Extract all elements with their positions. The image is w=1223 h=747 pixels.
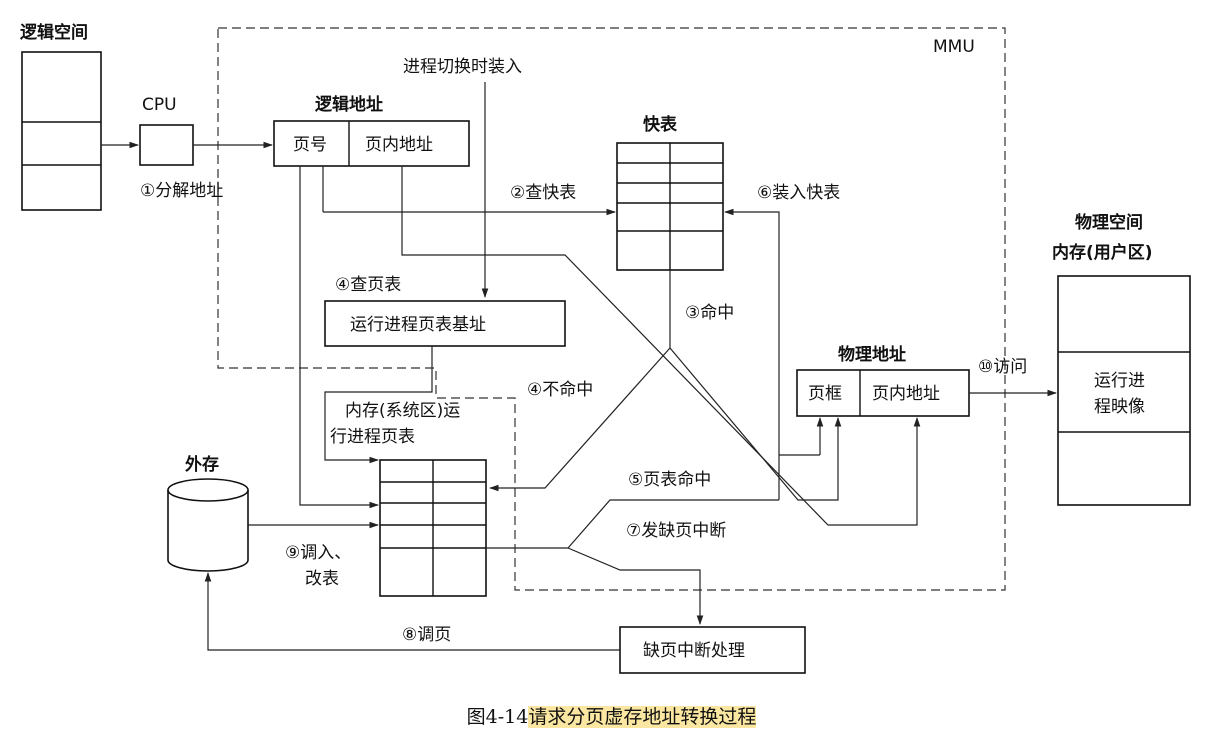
mem-sys-line2: 行进程页表: [330, 427, 415, 447]
step3-hit-label: ③命中: [685, 303, 734, 323]
memory-user-label: 内存(用户区): [1052, 242, 1153, 263]
page-fault-handler-text: 缺页中断处理: [643, 641, 745, 661]
mmu-boundary: [217, 27, 1006, 591]
logical-space-box: [21, 51, 102, 211]
arrow-page-table-hit: [486, 499, 779, 549]
step9-line1: ⑨调入、: [285, 543, 351, 563]
mem-sys-line1: 内存(系统区)运: [345, 401, 460, 421]
step8-label: ⑧调页: [402, 625, 451, 645]
paging-diagram: 逻辑空间 CPU ①分解地址 MMU 进程切换时装入 逻辑地址 页号 页内地址 …: [20, 22, 1191, 674]
page-table-base-text: 运行进程页表基址: [350, 315, 486, 335]
mmu-label: MMU: [933, 37, 975, 57]
page-fault-handler-box: [619, 626, 806, 674]
physical-memory-box: [1057, 275, 1191, 506]
cpu-box: [139, 124, 194, 166]
step4-miss-label: ④不命中: [527, 380, 593, 400]
page-number-cell: 页号: [293, 135, 327, 155]
physical-space-label: 物理空间: [1075, 212, 1143, 233]
external-storage-disk: [167, 478, 249, 572]
figure-caption: 图4-14请求分页虚存地址转换过程: [0, 702, 1223, 729]
tlb-table: [616, 142, 724, 271]
page-offset-cell: 页内地址: [365, 135, 433, 155]
caption-title: 请求分页虚存地址转换过程: [528, 706, 757, 728]
tlb-label: 快表: [643, 114, 678, 135]
arrow-page-fault: [567, 547, 704, 625]
process-switch-label: 进程切换时装入: [403, 57, 522, 77]
process-image-line2: 程映像: [1094, 397, 1145, 417]
logical-space-label: 逻辑空间: [20, 22, 88, 43]
frame-cell: 页框: [808, 384, 842, 404]
logical-address-label: 逻辑地址: [315, 94, 383, 115]
logical-address-box: [273, 120, 470, 167]
arrow-page-number-to-page-table: [299, 166, 379, 509]
step7-label: ⑦发缺页中断: [626, 521, 726, 541]
arrow-handler-to-disk: [204, 572, 620, 651]
page-table: [379, 459, 487, 597]
arrow-tlb-hit-to-frame: [669, 347, 842, 501]
cpu-label: CPU: [142, 95, 177, 115]
physical-address-label: 物理地址: [838, 344, 906, 365]
step6-label: ⑥装入快表: [757, 183, 840, 203]
step2-label: ②查快表: [510, 183, 576, 203]
step10-label: ⑩访问: [978, 357, 1027, 377]
arrow-base-to-page-table: [324, 346, 433, 464]
arrow-offset-to-physical: [401, 166, 921, 526]
step1-label: ①分解地址: [140, 181, 223, 201]
process-image-line1: 运行进: [1094, 371, 1145, 391]
external-storage-label: 外存: [185, 454, 219, 475]
step9-line2: 改表: [305, 569, 339, 589]
step5-label: ⑤页表命中: [628, 470, 711, 490]
caption-prefix: 图4-14: [466, 706, 529, 728]
arrow-tlb-miss: [489, 347, 671, 492]
page-table-base-box: [324, 300, 566, 347]
arrow-load-tlb: [724, 208, 780, 500]
step4-check-label: ④查页表: [335, 275, 401, 295]
frame-offset-cell: 页内地址: [872, 384, 940, 404]
